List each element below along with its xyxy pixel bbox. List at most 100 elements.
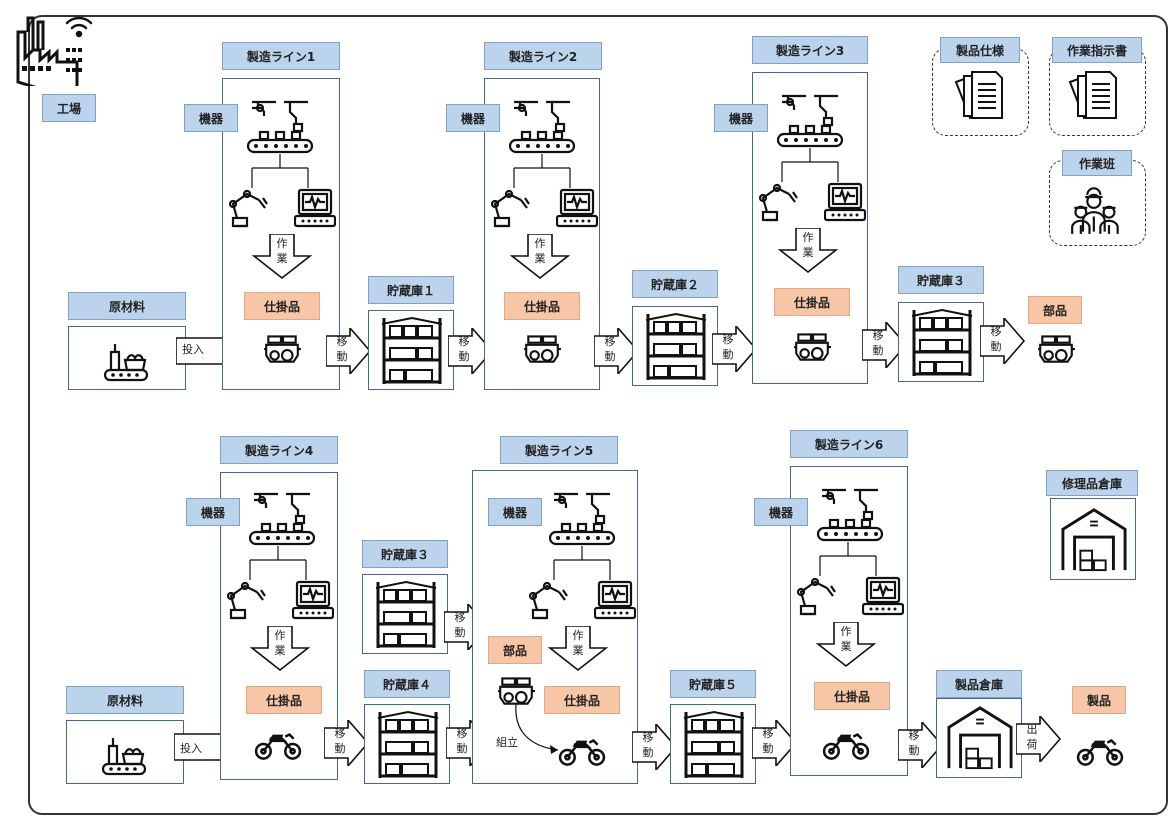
ship-arrow xyxy=(1015,713,1062,766)
document-icon xyxy=(1064,68,1124,132)
conveyor-robot-icon xyxy=(506,96,578,158)
robot-arm-icon xyxy=(794,574,840,622)
robot-arm-icon xyxy=(756,180,802,228)
line-2-label: 製造ライン2 xyxy=(484,42,602,70)
move-arrow-label: 移動 xyxy=(336,335,348,363)
work-arrow-label: 作業 xyxy=(276,237,288,265)
storage-3-label: 貯蔵庫３ xyxy=(362,540,448,568)
move-arrow xyxy=(751,717,798,770)
machine-label: 機器 xyxy=(488,498,542,526)
input-arrow-label: 投入 xyxy=(180,742,202,755)
team-label: 作業班 xyxy=(1062,150,1132,176)
monitor-icon xyxy=(291,580,335,624)
connector-lines xyxy=(752,148,870,188)
motorbike-icon xyxy=(822,730,870,764)
monitor-icon xyxy=(555,188,599,232)
machine-label: 機器 xyxy=(186,498,240,526)
engine-icon xyxy=(1036,332,1077,368)
line-5-label: 製造ライン5 xyxy=(500,436,618,464)
parts-label: 部品 xyxy=(1028,296,1082,324)
storage-3-label: 貯蔵庫３ xyxy=(898,266,984,294)
feeder-icon xyxy=(102,336,150,386)
line-6-label: 製造ライン6 xyxy=(790,430,908,458)
robot-arm-icon xyxy=(488,186,534,234)
wip-label: 仕掛品 xyxy=(246,686,322,714)
product-warehouse-label: 製品倉庫 xyxy=(936,670,1022,698)
machine-label: 機器 xyxy=(184,104,238,132)
conveyor-robot-icon xyxy=(244,96,316,158)
shelf-icon xyxy=(682,710,746,784)
shelf-icon xyxy=(644,312,708,386)
move-arrow-label: 移動 xyxy=(334,727,346,755)
move-arrow xyxy=(861,319,908,372)
engine-icon xyxy=(522,332,563,368)
wip-label: 仕掛品 xyxy=(544,686,620,714)
robot-arm-icon xyxy=(526,578,572,626)
motorbike-icon xyxy=(558,736,606,770)
move-arrow xyxy=(631,721,678,774)
monitor-icon xyxy=(861,576,905,620)
move-arrow-label: 移動 xyxy=(908,729,920,757)
move-arrow xyxy=(897,719,944,772)
storage-5-label: 貯蔵庫５ xyxy=(670,670,756,698)
move-arrow-label: 移動 xyxy=(604,335,616,363)
move-arrow-label: 移動 xyxy=(456,727,468,755)
spec-label: 製品仕様 xyxy=(940,37,1020,63)
robot-arm-icon xyxy=(226,186,272,234)
monitor-icon xyxy=(593,580,637,624)
machine-label: 機器 xyxy=(754,498,808,526)
work-arrow-label: 作業 xyxy=(572,629,584,657)
move-arrow-label: 移動 xyxy=(722,333,734,361)
move-arrow xyxy=(323,717,370,770)
wip-label: 仕掛品 xyxy=(504,292,580,320)
wip-label: 仕掛品 xyxy=(244,292,320,320)
conveyor-robot-icon xyxy=(546,488,618,550)
shelf-icon xyxy=(910,308,974,382)
machine-label: 機器 xyxy=(446,104,500,132)
storage-4-label: 貯蔵庫４ xyxy=(364,670,450,698)
work-arrow-label: 作業 xyxy=(802,231,814,259)
line-1-label: 製造ライン1 xyxy=(222,42,340,70)
conveyor-robot-icon xyxy=(774,90,846,152)
machine-label: 機器 xyxy=(714,104,768,132)
engine-icon xyxy=(792,330,833,366)
move-arrow xyxy=(593,325,640,378)
shelf-icon xyxy=(376,710,440,784)
motorbike-icon xyxy=(254,730,302,764)
storage-1-label: 貯蔵庫１ xyxy=(368,276,454,304)
conveyor-robot-icon xyxy=(814,484,886,546)
shelf-icon xyxy=(380,316,444,390)
move-arrow-label: 移動 xyxy=(990,325,1002,353)
wip-label: 仕掛品 xyxy=(814,682,890,710)
connector-lines xyxy=(222,154,340,194)
repair-warehouse-label: 修理品倉庫 xyxy=(1046,470,1138,496)
instructions-label: 作業指示書 xyxy=(1052,37,1142,63)
storage-2-label: 貯蔵庫２ xyxy=(632,270,718,298)
connector-lines xyxy=(790,542,908,582)
line-6-box xyxy=(790,466,908,776)
parts-label: 部品 xyxy=(488,636,542,664)
work-arrow-label: 作業 xyxy=(274,629,286,657)
shelf-icon xyxy=(374,580,438,654)
move-arrow-label: 移動 xyxy=(762,727,774,755)
connector-lines xyxy=(484,154,602,194)
move-arrow xyxy=(325,325,372,378)
raw-material-label: 原材料 xyxy=(68,292,186,320)
move-arrow xyxy=(447,325,494,378)
raw-material-label: 原材料 xyxy=(66,686,184,714)
assemble-curve xyxy=(504,700,574,764)
workers-icon xyxy=(1068,184,1124,240)
product-label: 製品 xyxy=(1072,686,1126,714)
warehouse-icon xyxy=(944,704,1016,776)
connector-lines xyxy=(524,546,642,586)
work-arrow-label: 作業 xyxy=(840,625,852,653)
factory-frame xyxy=(28,15,1168,815)
motorbike-icon xyxy=(1076,736,1124,770)
factory-label: 工場 xyxy=(42,94,96,122)
wip-label: 仕掛品 xyxy=(774,288,850,316)
input-arrow-label: 投入 xyxy=(182,343,204,356)
engine-icon xyxy=(262,332,302,368)
move-arrow xyxy=(979,315,1026,368)
move-arrow xyxy=(711,323,758,376)
warehouse-icon xyxy=(1058,506,1130,578)
